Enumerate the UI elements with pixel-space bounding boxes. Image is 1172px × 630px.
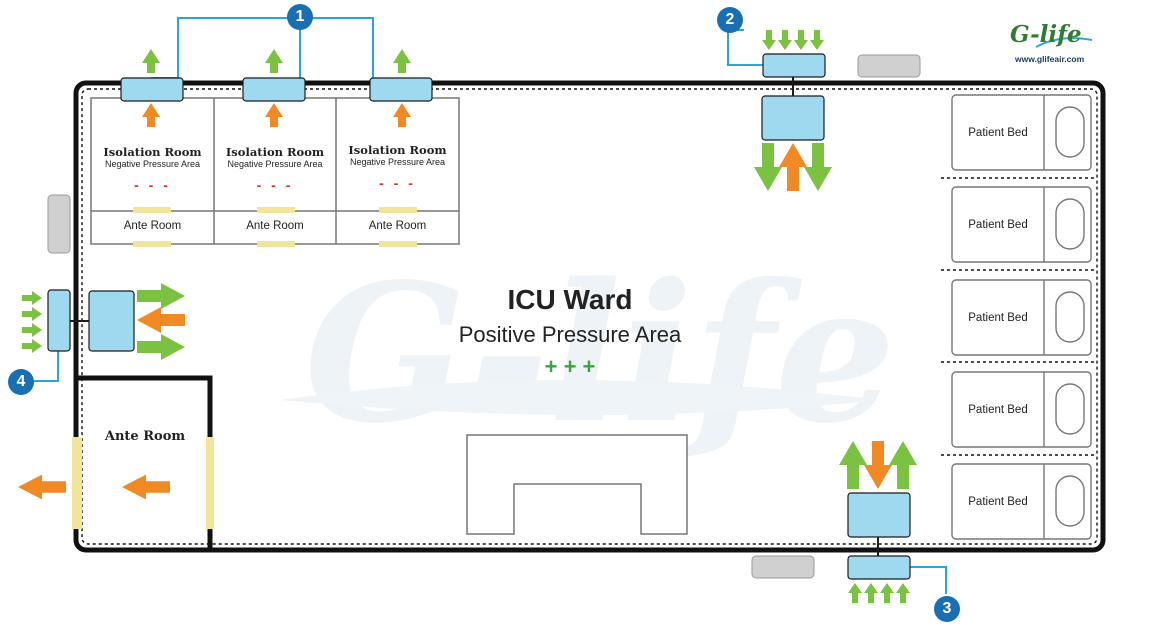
grey-block (751, 555, 815, 579)
unit-2-badge: 2 (717, 7, 743, 33)
unit-1-exhaust (120, 17, 433, 127)
negative-pressure-symbol: - - - (379, 175, 416, 191)
negative-pressure-symbol: - - - (134, 177, 171, 193)
logo-website: www.glifeair.com (1015, 54, 1085, 64)
ante-room-label: Ante Room (123, 220, 182, 232)
patient-bed-label: Patient Bed (968, 127, 1028, 139)
isolation-room-title: Isolation Room (103, 145, 202, 159)
nurse-station (466, 434, 688, 535)
ward-pressure-symbol: + + + (544, 354, 596, 379)
patient-bed-label: Patient Bed (968, 404, 1028, 416)
ante-door (379, 207, 417, 213)
ward-door (379, 241, 417, 247)
ward-title: ICU Ward (507, 284, 633, 315)
entry-ante-room-walls (78, 375, 213, 550)
patient-bed-label: Patient Bed (968, 496, 1028, 508)
entry-ante-room-label: Ante Room (104, 429, 186, 444)
ward-subtitle: Positive Pressure Area (458, 322, 682, 347)
entry-door-right (206, 437, 214, 529)
isolation-room-subtitle: Negative Pressure Area (227, 159, 323, 169)
unit-2-erv (727, 29, 832, 191)
ante-room-label: Ante Room (368, 220, 427, 232)
ward-outer-wall (73, 80, 1106, 553)
logo-swoosh (1035, 37, 1093, 48)
unit-3-erv (839, 441, 947, 603)
negative-pressure-symbol: - - - (256, 177, 294, 193)
grey-block (857, 54, 921, 78)
grey-block (47, 194, 71, 254)
ward-door (257, 241, 295, 247)
patient-beds (951, 94, 1092, 540)
isolation-room-title: Isolation Room (225, 145, 325, 159)
ante-door (133, 207, 171, 213)
unit-4-badge: 4 (8, 369, 34, 395)
isolation-room-title: Isolation Room (348, 143, 447, 157)
ward-door (133, 241, 171, 247)
inner-exit-arrow (122, 474, 170, 500)
ante-room-label: Ante Room (246, 220, 304, 232)
bed-bay-dividers (941, 177, 1097, 456)
patient-bed-label: Patient Bed (968, 219, 1028, 231)
unit-1-badge: 1 (287, 4, 313, 30)
patient-bed-label: Patient Bed (968, 312, 1028, 324)
isolation-room-subtitle: Negative Pressure Area (104, 159, 201, 169)
isolation-room-subtitle: Negative Pressure Area (349, 157, 446, 167)
watermark-text: G-life (304, 242, 896, 465)
watermark-swoosh (280, 380, 880, 415)
entry-door-left (72, 437, 82, 529)
exit-arrow (18, 474, 66, 500)
ante-door (257, 207, 295, 213)
unit-3-badge: 3 (934, 596, 960, 622)
unit-4-erv (22, 283, 185, 382)
logo-text: G-life (1010, 21, 1082, 48)
